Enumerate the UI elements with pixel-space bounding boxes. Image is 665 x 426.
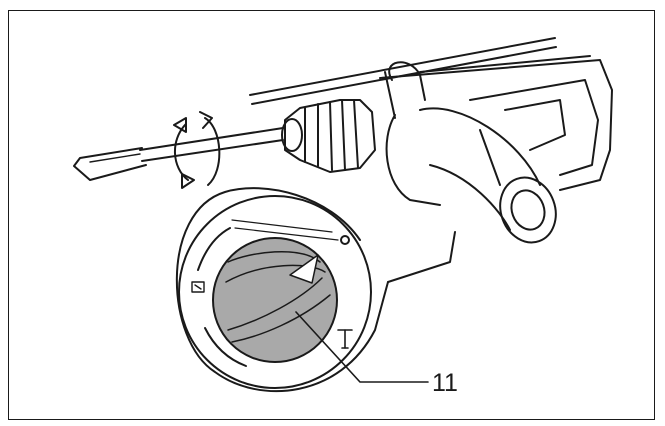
hammer-symbol-icon: [191, 281, 205, 293]
screwdriver-bit: [73, 127, 284, 181]
knob-pointer-icon: [289, 254, 319, 284]
callout-leader-line: [295, 311, 429, 383]
index-dot-icon: [340, 235, 350, 245]
chuck: [281, 99, 376, 173]
rotation-arrows-icon: [173, 111, 221, 189]
magnified-dial: [175, 187, 456, 393]
callout-number: 11: [432, 369, 458, 397]
selector-knob: [212, 237, 338, 363]
side-handle: [384, 61, 557, 244]
tool-body: [249, 37, 613, 191]
drill-symbol-icon: [337, 329, 353, 349]
